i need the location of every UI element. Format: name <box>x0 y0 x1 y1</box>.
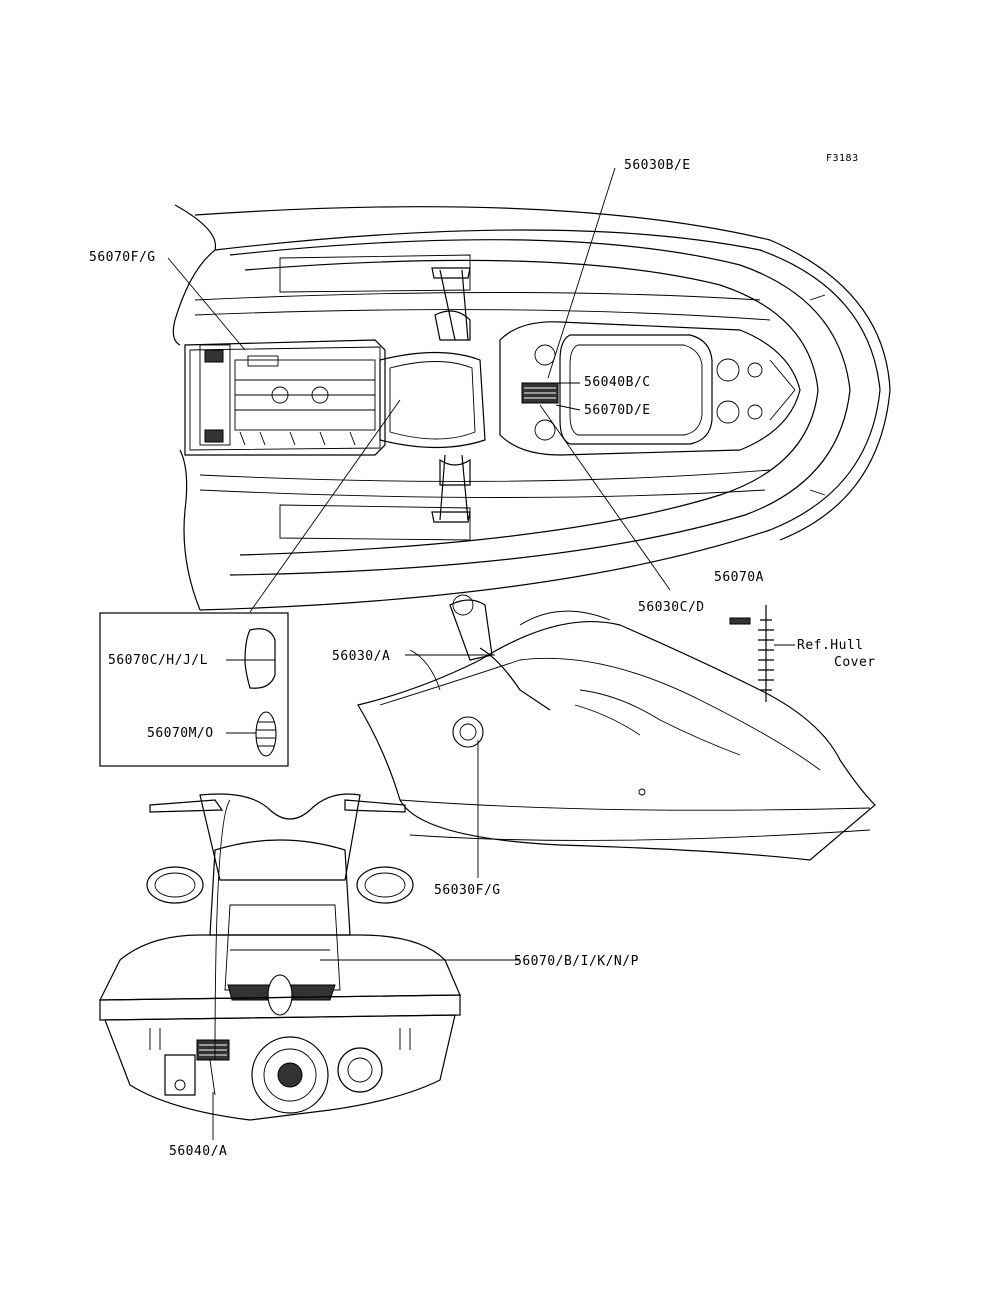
label-56030be: 56030B/E <box>624 158 691 173</box>
label-cover: Cover <box>834 655 876 670</box>
leaders-top <box>167 167 671 613</box>
label-56070chjl: 56070C/H/J/L <box>108 653 208 668</box>
label-56070mo: 56070M/O <box>147 726 214 741</box>
rear-view <box>99 793 520 1121</box>
label-56070bikn: 56070/B/I/K/N/P <box>514 954 639 969</box>
label-56040bc: 56040B/C <box>584 375 651 390</box>
top-view-hull <box>172 204 891 611</box>
inset-box <box>99 612 289 767</box>
labels: F3183 56030B/E 56070F/G 56040B/C 56070D/… <box>89 153 876 1159</box>
label-56040a: 56040/A <box>169 1144 227 1159</box>
label-56070fg: 56070F/G <box>89 250 156 265</box>
label-56030a: 56030/A <box>332 649 390 664</box>
figure-code: F3183 <box>826 153 859 164</box>
label-56070de: 56070D/E <box>584 403 651 418</box>
hull-cover-part <box>729 605 795 702</box>
side-view-hull <box>357 594 876 878</box>
label-56070a: 56070A <box>714 570 764 585</box>
label-ref-hull: Ref.Hull <box>797 638 864 653</box>
label-56030fg: 56030F/G <box>434 883 501 898</box>
label-56030cd: 56030C/D <box>638 600 705 615</box>
